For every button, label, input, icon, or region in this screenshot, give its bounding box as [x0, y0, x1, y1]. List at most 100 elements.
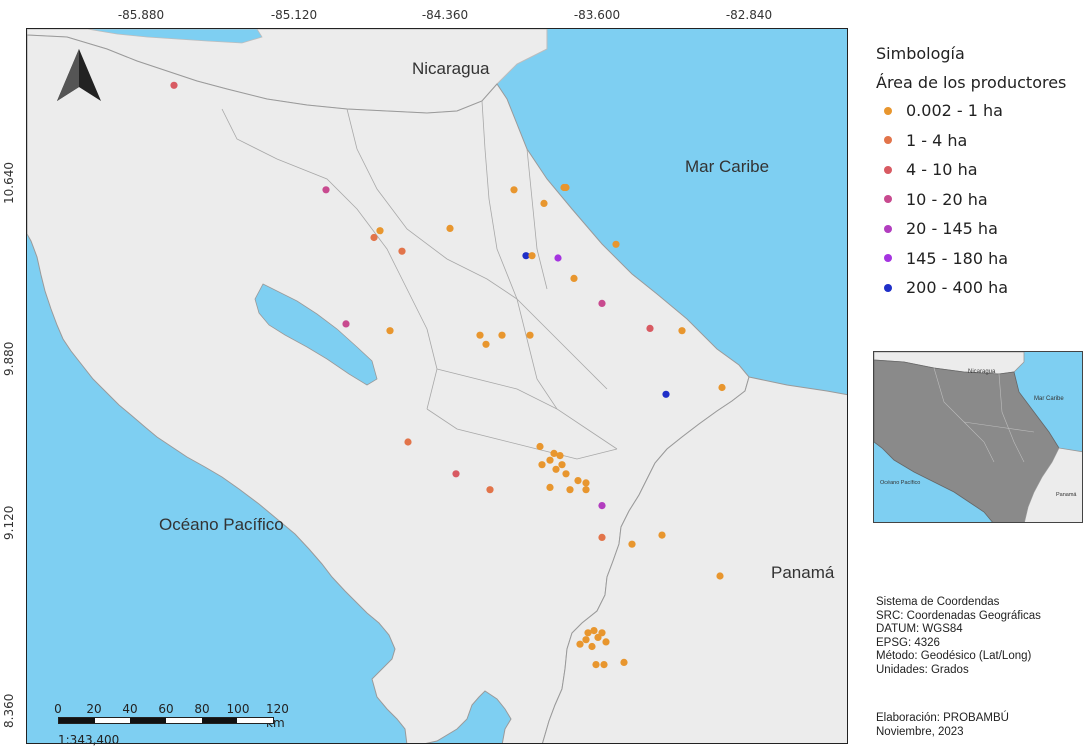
- inset-panama-land: [1024, 447, 1082, 522]
- producer-point[interactable]: [170, 81, 178, 89]
- scale-tick: 100: [226, 702, 250, 716]
- inset-label-oceano-pacifico: Océano Pacífico: [880, 480, 920, 486]
- producer-point[interactable]: [716, 572, 724, 580]
- lat-tick: 9.120: [2, 505, 16, 540]
- producer-point[interactable]: [602, 638, 610, 646]
- lat-tick: 10.640: [2, 162, 16, 204]
- legend-item: 200 - 400 ha: [876, 273, 1081, 303]
- info-line: EPSG: 4326: [876, 636, 940, 649]
- panama-land: [542, 376, 847, 743]
- producer-point[interactable]: [570, 274, 578, 282]
- info-line: Unidades: Grados: [876, 663, 969, 676]
- main-map[interactable]: Nicaragua Mar Caribe Océano Pacífico Pan…: [26, 28, 848, 744]
- info-line: Método: Geodésico (Lat/Long): [876, 650, 1032, 663]
- scale-bar-segments: [58, 717, 274, 724]
- producer-point[interactable]: [370, 233, 378, 242]
- lon-tick: -85.880: [117, 8, 165, 22]
- info-line: DATUM: WGS84: [876, 623, 963, 636]
- scale-tick: 20: [86, 702, 102, 716]
- producer-point[interactable]: [452, 470, 460, 478]
- label-oceano-pacifico: Océano Pacífico: [159, 515, 284, 534]
- producer-point[interactable]: [550, 449, 558, 457]
- producer-point[interactable]: [558, 461, 566, 469]
- producer-point[interactable]: [538, 461, 546, 469]
- producer-point[interactable]: [322, 186, 330, 194]
- scale-ratio: 1:343,400: [58, 733, 120, 747]
- producer-point[interactable]: [584, 629, 592, 637]
- producer-point[interactable]: [562, 470, 570, 478]
- producer-point[interactable]: [662, 390, 670, 398]
- producer-point[interactable]: [588, 642, 596, 651]
- north-arrow-icon: [57, 49, 101, 101]
- producer-point[interactable]: [446, 224, 454, 232]
- producer-point[interactable]: [590, 627, 598, 635]
- legend-title: Simbología: [876, 44, 965, 63]
- scale-tick: 80: [194, 702, 210, 716]
- producer-point[interactable]: [718, 383, 726, 392]
- producer-point[interactable]: [554, 254, 562, 262]
- producer-point[interactable]: [404, 438, 412, 446]
- producer-point[interactable]: [510, 186, 518, 194]
- gulf-of-nicoya: [254, 283, 378, 386]
- map-canvas[interactable]: [27, 29, 848, 744]
- legend-item: 145 - 180 ha: [876, 244, 1081, 274]
- legend-dot-icon: [884, 195, 892, 204]
- label-nicaragua: Nicaragua: [412, 59, 490, 78]
- producer-point[interactable]: [592, 661, 600, 669]
- producer-point[interactable]: [566, 486, 574, 494]
- info-line: SRC: Coordenadas Geográficas: [876, 609, 1041, 622]
- producer-point[interactable]: [594, 633, 602, 642]
- legend-item: 1 - 4 ha: [876, 126, 1081, 156]
- producer-point[interactable]: [528, 252, 536, 260]
- legend: Simbología Área de los productores 0.002…: [876, 44, 1081, 303]
- producer-point[interactable]: [556, 452, 564, 460]
- coordinate-info: Sistema de Coordendas SRC: Coordenadas G…: [876, 596, 1041, 678]
- producer-point[interactable]: [628, 540, 636, 548]
- credits: Elaboración: PROBAMBÚ Noviembre, 2023: [876, 712, 1009, 739]
- producer-point[interactable]: [486, 486, 494, 494]
- producer-point[interactable]: [482, 340, 490, 348]
- producer-point[interactable]: [598, 502, 606, 510]
- producer-point[interactable]: [546, 456, 554, 464]
- inset-canvas: Nicaragua Mar Caribe Océano Pacífico Pan…: [874, 352, 1082, 522]
- costa-rica-land: [27, 34, 750, 743]
- producer-point[interactable]: [546, 483, 554, 491]
- producer-point[interactable]: [678, 327, 686, 335]
- producer-point[interactable]: [376, 227, 384, 235]
- legend-dot-icon: [884, 283, 892, 292]
- producer-point[interactable]: [658, 531, 666, 539]
- producer-point[interactable]: [600, 661, 608, 669]
- producer-point[interactable]: [562, 183, 570, 192]
- lat-tick: 8.360: [2, 693, 16, 728]
- producer-point[interactable]: [342, 320, 350, 328]
- producer-point[interactable]: [620, 658, 628, 667]
- scale-tick: 40: [122, 702, 138, 716]
- producer-point[interactable]: [536, 442, 544, 451]
- producer-point[interactable]: [552, 465, 560, 473]
- producer-point[interactable]: [386, 327, 394, 335]
- producer-point[interactable]: [646, 324, 654, 332]
- scale-bar: 0 20 40 60 80 100 120 km 1:343,400: [50, 702, 289, 747]
- legend-dot-icon: [884, 106, 892, 115]
- lake-nicaragua: [86, 29, 263, 44]
- inset-map: Nicaragua Mar Caribe Océano Pacífico Pan…: [873, 351, 1083, 523]
- producer-point[interactable]: [574, 477, 582, 485]
- legend-item: 0.002 - 1 ha: [876, 96, 1081, 126]
- producer-point[interactable]: [582, 479, 590, 487]
- producer-point[interactable]: [498, 331, 506, 339]
- producer-point[interactable]: [398, 247, 406, 255]
- legend-dot-icon: [884, 136, 892, 145]
- producer-point[interactable]: [540, 199, 548, 207]
- producer-point[interactable]: [522, 252, 530, 260]
- producer-point[interactable]: [576, 640, 584, 648]
- legend-item: 10 - 20 ha: [876, 185, 1081, 215]
- producer-point[interactable]: [582, 636, 590, 644]
- producer-point[interactable]: [476, 331, 484, 339]
- scale-tick: 120 km: [266, 702, 289, 730]
- producer-point[interactable]: [598, 533, 606, 541]
- producer-point[interactable]: [526, 331, 534, 339]
- lon-tick: -82.840: [725, 8, 773, 22]
- producer-point[interactable]: [612, 240, 620, 248]
- producer-point[interactable]: [582, 486, 590, 494]
- producer-point[interactable]: [598, 299, 606, 307]
